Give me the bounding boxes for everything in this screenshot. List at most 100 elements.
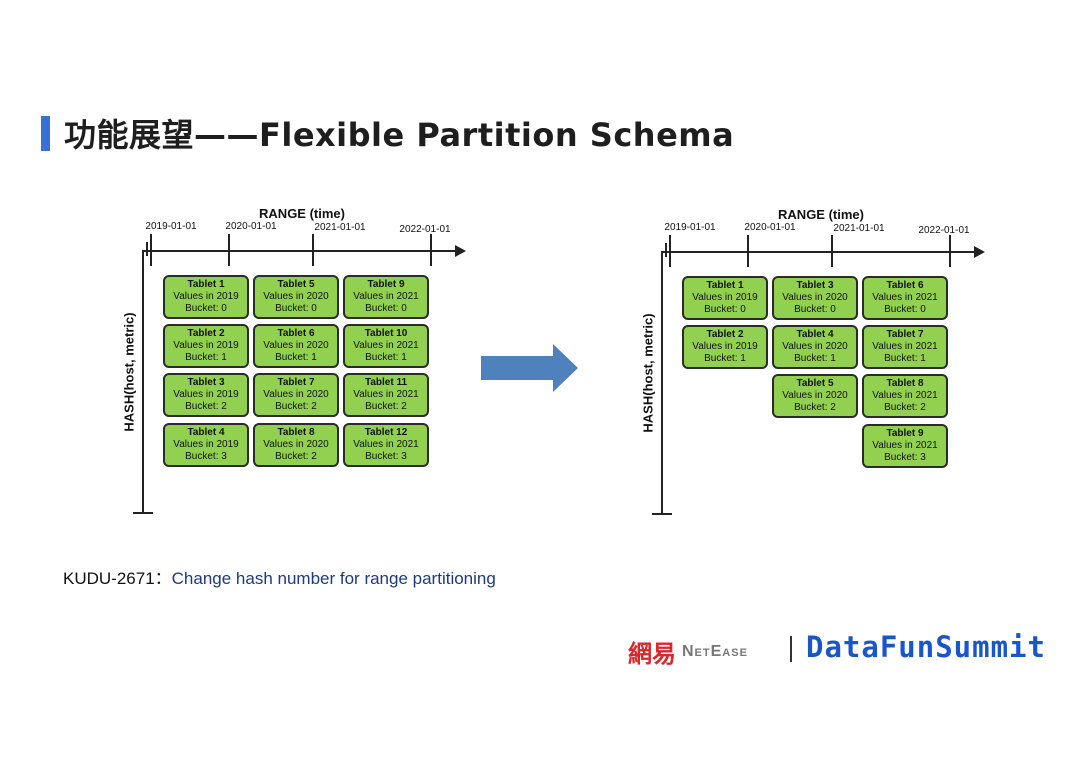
before-hash-axis-title: HASH(host, metric) bbox=[121, 312, 137, 432]
before-date-label: 2020-01-01 bbox=[225, 221, 277, 232]
tablet-values: Values in 2020 bbox=[782, 341, 848, 352]
tablet-name: Tablet 1 bbox=[706, 280, 744, 291]
tablet-bucket: Bucket: 0 bbox=[365, 303, 407, 314]
tablet-values: Values in 2020 bbox=[263, 291, 329, 302]
after-range-axis-title: RANGE (time) bbox=[778, 207, 864, 222]
before-date-tick bbox=[312, 234, 314, 266]
after-date-label: 2020-01-01 bbox=[744, 222, 796, 233]
before-date-label: 2021-01-01 bbox=[314, 222, 366, 233]
tablet-values: Values in 2021 bbox=[353, 439, 419, 450]
tablet-values: Values in 2021 bbox=[872, 292, 938, 303]
tablet-bucket: Bucket: 2 bbox=[884, 402, 926, 413]
tablet-bucket: Bucket: 2 bbox=[365, 401, 407, 412]
tablet-bucket: Bucket: 1 bbox=[884, 353, 926, 364]
tablet-name: Tablet 7 bbox=[886, 329, 924, 340]
tablet-name: Tablet 5 bbox=[277, 279, 315, 290]
tablet-values: Values in 2020 bbox=[263, 439, 329, 450]
after-date-tick bbox=[669, 235, 671, 267]
tablet-name: Tablet 6 bbox=[886, 280, 924, 291]
after-hash-axis-end-tick bbox=[652, 513, 672, 515]
datafun-summit-logo: DataFunSummit bbox=[806, 630, 1046, 664]
before-date-label: 2019-01-01 bbox=[145, 221, 197, 232]
before-date-label: 2022-01-01 bbox=[399, 224, 451, 235]
before-date-tick bbox=[150, 234, 152, 266]
tablet-name: Tablet 11 bbox=[364, 377, 408, 388]
tablet-name: Tablet 4 bbox=[187, 427, 225, 438]
tablet-values: Values in 2021 bbox=[353, 340, 419, 351]
after-hash-axis-title: HASH(host, metric) bbox=[640, 313, 656, 433]
tablet-name: Tablet 9 bbox=[886, 428, 924, 439]
after-date-label: 2022-01-01 bbox=[918, 225, 970, 236]
after-date-tick bbox=[747, 235, 749, 267]
after-range-axis-arrow-icon bbox=[974, 246, 985, 258]
tablet-name: Tablet 3 bbox=[796, 280, 834, 291]
tablet-bucket: Bucket: 2 bbox=[794, 402, 836, 413]
tablet-values: Values in 2020 bbox=[263, 340, 329, 351]
jira-issue-description: Change hash number for range partitionin… bbox=[171, 569, 496, 588]
before-axis-break-tick bbox=[146, 242, 148, 256]
netease-logo-cn: 網易 bbox=[628, 639, 676, 668]
tablet-name: Tablet 3 bbox=[187, 377, 225, 388]
tablet-bucket: Bucket: 3 bbox=[884, 452, 926, 463]
tablet-name: Tablet 5 bbox=[796, 378, 834, 389]
transform-arrow-icon bbox=[481, 344, 578, 392]
tablet-bucket: Bucket: 0 bbox=[275, 303, 317, 314]
tablet-name: Tablet 7 bbox=[277, 377, 315, 388]
tablet-name: Tablet 1 bbox=[187, 279, 225, 290]
after-hash-axis bbox=[661, 251, 663, 513]
after-range-axis bbox=[661, 251, 977, 253]
tablet-name: Tablet 8 bbox=[277, 427, 315, 438]
tablet-name: Tablet 12 bbox=[364, 427, 408, 438]
before-hash-axis bbox=[142, 250, 144, 512]
footnote: KUDU-2671：Change hash number for range p… bbox=[63, 564, 496, 589]
after-date-tick bbox=[831, 235, 833, 267]
after-date-label: 2021-01-01 bbox=[833, 223, 885, 234]
tablet-name: Tablet 2 bbox=[706, 329, 744, 340]
tablet-bucket: Bucket: 0 bbox=[704, 304, 746, 315]
tablet-name: Tablet 9 bbox=[367, 279, 405, 290]
tablet-values: Values in 2021 bbox=[353, 291, 419, 302]
tablet-values: Values in 2019 bbox=[173, 389, 239, 400]
after-date-tick bbox=[949, 235, 951, 267]
tablet-values: Values in 2019 bbox=[692, 341, 758, 352]
tablet-values: Values in 2021 bbox=[872, 440, 938, 451]
tablet-name: Tablet 8 bbox=[886, 378, 924, 389]
tablet-bucket: Bucket: 2 bbox=[185, 401, 227, 412]
tablet-name: Tablet 10 bbox=[364, 328, 408, 339]
tablet-values: Values in 2019 bbox=[173, 340, 239, 351]
tablet-values: Values in 2019 bbox=[692, 292, 758, 303]
tablet-bucket: Bucket: 1 bbox=[185, 352, 227, 363]
tablet-bucket: Bucket: 3 bbox=[365, 451, 407, 462]
tablet-bucket: Bucket: 0 bbox=[884, 304, 926, 315]
tablet-values: Values in 2019 bbox=[173, 291, 239, 302]
tablet-bucket: Bucket: 2 bbox=[275, 451, 317, 462]
tablet-values: Values in 2020 bbox=[782, 390, 848, 401]
before-date-tick bbox=[228, 234, 230, 266]
tablet-values: Values in 2020 bbox=[263, 389, 329, 400]
tablet-values: Values in 2019 bbox=[173, 439, 239, 450]
logo-divider bbox=[790, 636, 792, 662]
before-range-axis-title: RANGE (time) bbox=[259, 206, 345, 221]
before-range-axis bbox=[142, 250, 458, 252]
netease-logo: 網易 NetEase bbox=[628, 634, 748, 669]
tablet-values: Values in 2021 bbox=[872, 341, 938, 352]
tablet-bucket: Bucket: 0 bbox=[794, 304, 836, 315]
tablet-bucket: Bucket: 1 bbox=[275, 352, 317, 363]
